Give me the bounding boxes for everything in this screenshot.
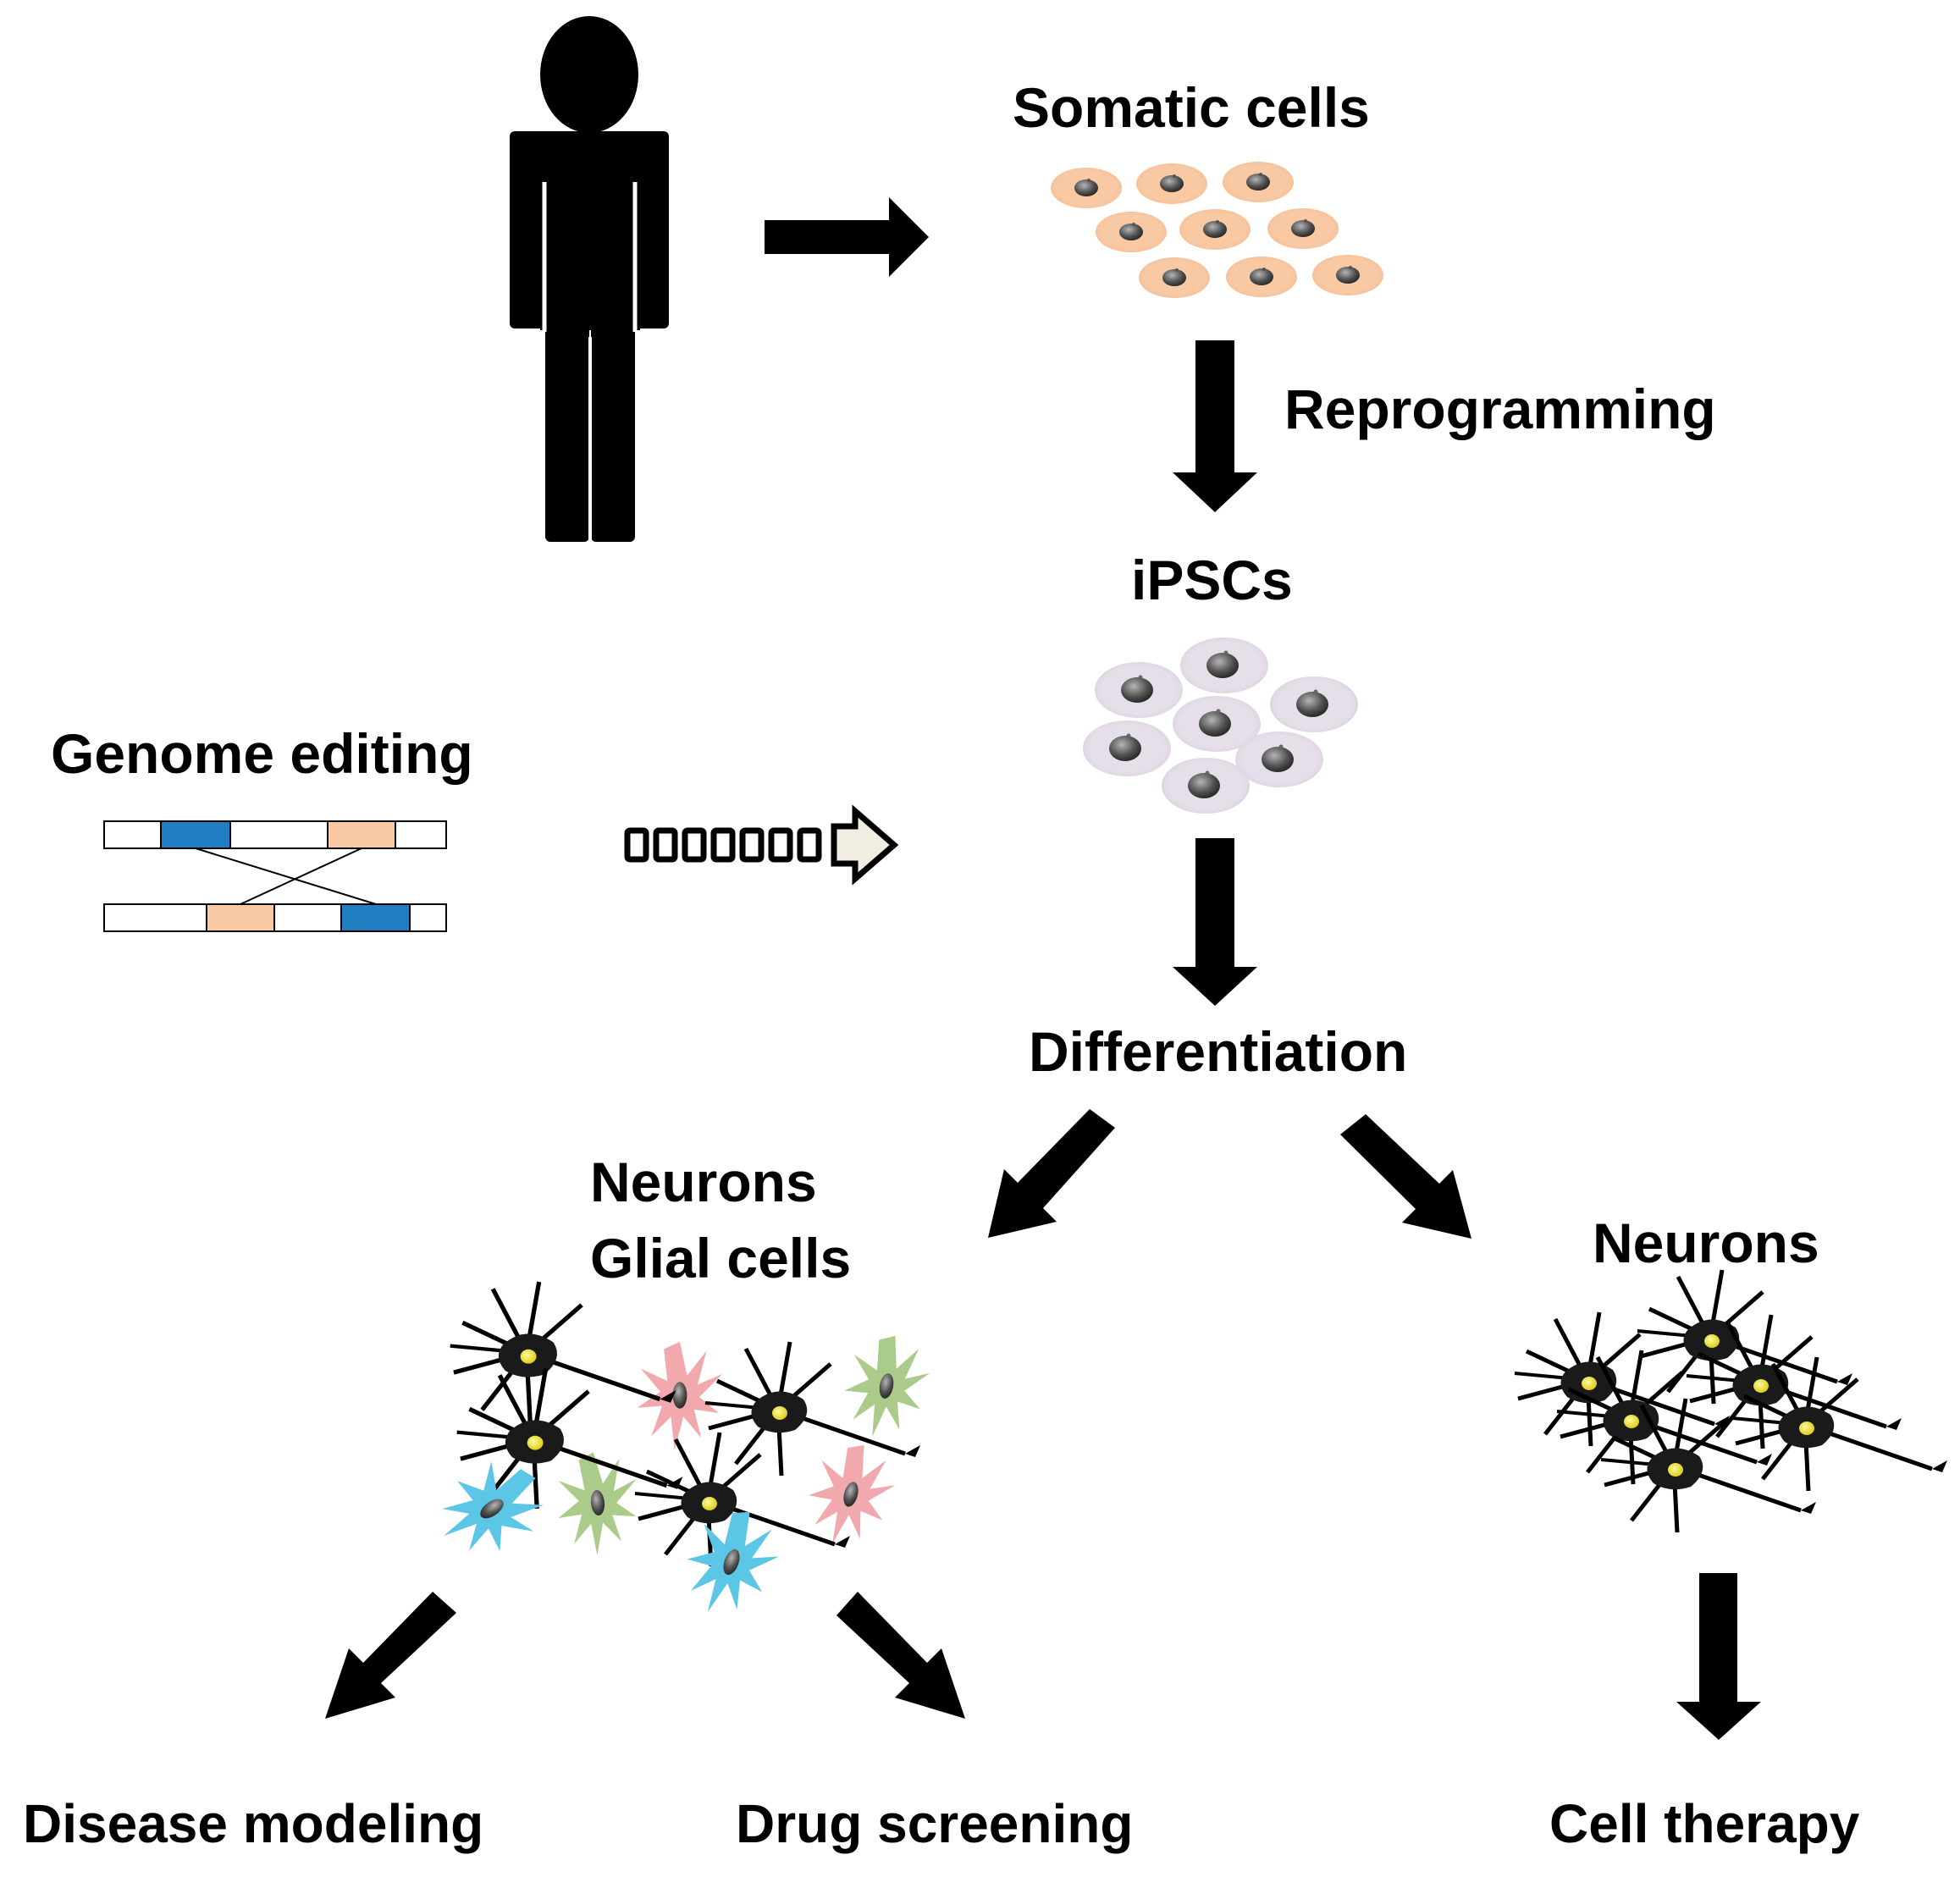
label-genome-editing: Genome editing [51, 722, 473, 785]
somatic-cell [1226, 257, 1297, 297]
person-silhouette-icon [510, 16, 669, 542]
label-ipscs: iPSCs [1131, 549, 1293, 611]
somatic-cell [1223, 162, 1294, 202]
label-neurons-glial-line1: Neurons [590, 1151, 817, 1213]
dotted-arrow-segment [739, 827, 765, 863]
somatic-cell [1179, 209, 1251, 250]
ipsc-cell-icon [1083, 638, 1358, 814]
dotted-arrow-segment [768, 827, 793, 863]
ipsc-cell [1180, 638, 1268, 693]
glial-cell-icon [836, 1328, 936, 1445]
dotted-arrow-icon [624, 804, 899, 886]
label-somatic-cells: Somatic cells [1013, 76, 1370, 139]
glial-cell-icon [637, 1342, 723, 1451]
glial-cell-icon [422, 1443, 560, 1576]
arrow-reprogramming [1173, 340, 1257, 512]
ipsc-cell [1095, 662, 1183, 718]
arrow-differentiation [1173, 838, 1257, 1006]
ipsc-cell [1235, 731, 1323, 787]
label-differentiation: Differentiation [1029, 1020, 1408, 1083]
arrow-to-neurons [1340, 1114, 1471, 1239]
neuron-icon [450, 1282, 676, 1422]
label-drug-screening: Drug screening [736, 1793, 1134, 1854]
somatic-cell [1267, 208, 1339, 249]
label-disease-modeling: Disease modeling [23, 1793, 484, 1854]
glial-cell-icon [798, 1434, 903, 1556]
label-neurons-glial-line2: Glial cells [590, 1227, 852, 1289]
somatic-cell [1139, 257, 1210, 298]
somatic-cell-icon [1051, 162, 1383, 298]
label-cell-therapy: Cell therapy [1549, 1793, 1860, 1854]
neurons-cluster [1515, 1270, 1947, 1532]
ipsc-cell [1162, 758, 1250, 814]
ipsc-cell [1083, 720, 1171, 776]
ipsc-cell [1270, 676, 1358, 732]
somatic-cell [1136, 163, 1207, 204]
neurons-glia-cluster [422, 1282, 936, 1629]
arrow-to-somatic [765, 197, 929, 277]
arrow-to-drug-screening [836, 1592, 965, 1719]
dotted-arrow-segment [682, 827, 707, 863]
dotted-arrow-segment [710, 827, 736, 863]
dotted-arrow-segment [624, 827, 649, 863]
arrow-to-disease-modeling [325, 1592, 456, 1719]
ipsc-cell [1173, 696, 1261, 752]
glial-cell-icon [552, 1449, 643, 1559]
somatic-cell [1096, 212, 1167, 252]
glial-cell-icon [672, 1497, 790, 1629]
dotted-arrow-segment [797, 827, 822, 863]
somatic-cell [1312, 255, 1383, 295]
arrow-to-neurons-glial [988, 1109, 1115, 1238]
genome-editing-icon [103, 820, 447, 932]
somatic-cell [1051, 168, 1122, 208]
arrow-to-cell-therapy [1676, 1573, 1761, 1740]
label-neurons: Neurons [1593, 1212, 1819, 1274]
label-reprogramming: Reprogramming [1284, 378, 1716, 440]
dotted-arrow-segment [653, 827, 678, 863]
